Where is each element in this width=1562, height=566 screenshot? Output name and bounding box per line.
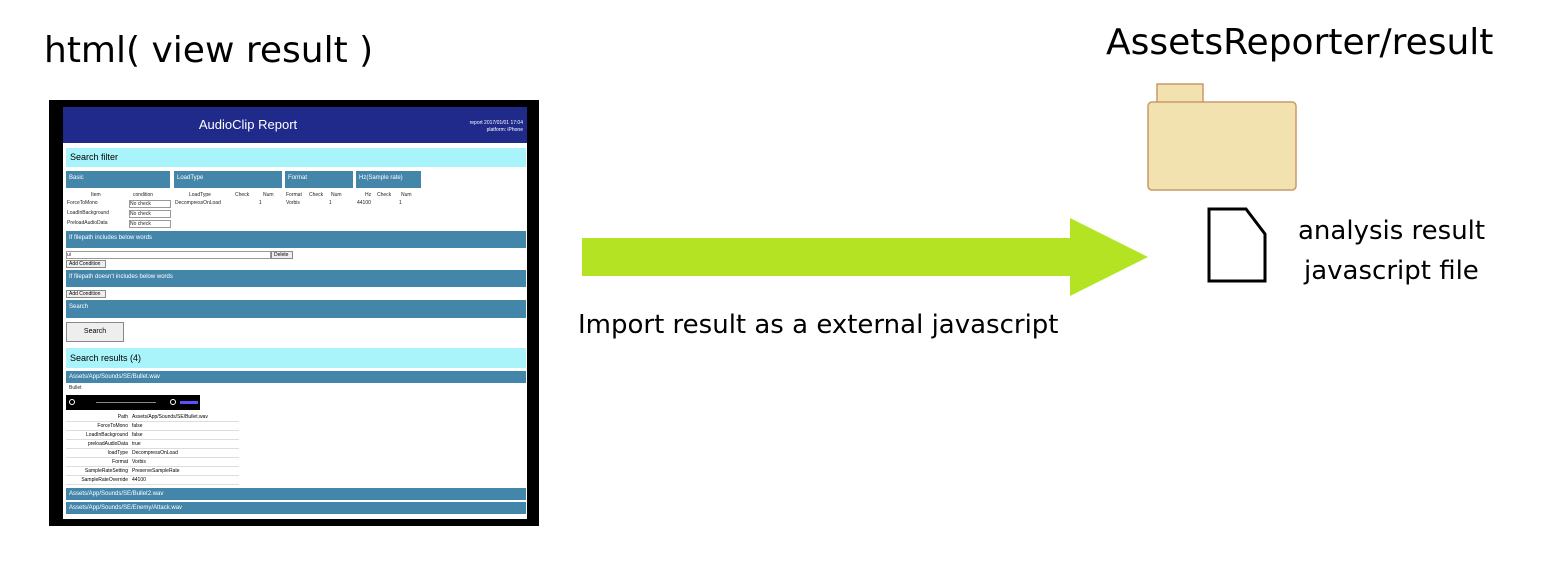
condition-select[interactable]: No check <box>129 220 171 228</box>
report-title: AudioClip Report <box>198 117 298 132</box>
volume-slider[interactable] <box>180 401 198 404</box>
format-row-num: 1 <box>329 200 332 206</box>
arrow-caption: Import result as a external javascript <box>578 310 1059 340</box>
filter-include-bar: If filepath includes below words <box>66 231 526 248</box>
detail-value: PreserveSampleRate <box>132 468 180 474</box>
load-header: LoadType <box>189 192 211 198</box>
detail-value: 44100 <box>132 477 146 483</box>
file-icon <box>1207 207 1267 283</box>
detail-value: Assets/App/Sounds/SE/Bullet.wav <box>132 414 208 420</box>
filepath-include-input[interactable]: ui <box>66 251 271 259</box>
arrow-shape <box>582 218 1148 296</box>
report-screenshot: AudioClip Report report 2017/01/01 17:04… <box>49 100 539 526</box>
group-loadtype: LoadType <box>174 171 282 188</box>
format-header: Check <box>309 192 324 198</box>
left-title: html( view result ) <box>44 30 374 71</box>
load-header: Check <box>235 192 250 198</box>
detail-value: Vorbis <box>132 459 146 465</box>
detail-row: ForceToMono false <box>66 422 239 431</box>
volume-icon[interactable] <box>170 399 176 405</box>
folder-icon <box>1147 83 1297 191</box>
condition-select[interactable]: No check <box>129 210 171 218</box>
condition-select[interactable]: No check <box>129 200 171 208</box>
basic-header-condition: condition <box>133 192 154 198</box>
load-row-num: 1 <box>259 200 262 206</box>
hz-header: Hz <box>365 192 372 198</box>
group-format: Format <box>285 171 353 188</box>
load-header: Num <box>263 192 274 198</box>
filter-exclude-bar: If filepath doesn't includes below words <box>66 270 526 287</box>
add-condition-button[interactable]: Add Condition <box>66 260 106 268</box>
audio-player[interactable] <box>66 395 200 410</box>
detail-row: LoadInBackground false <box>66 431 239 440</box>
detail-value: false <box>132 432 143 438</box>
search-filter-bar: Search filter <box>66 148 526 167</box>
hz-row-num: 1 <box>399 200 402 206</box>
report-page: AudioClip Report report 2017/01/01 17:04… <box>63 107 527 519</box>
results-title-bar: Search results (4) <box>66 348 526 368</box>
detail-key: ForceToMono <box>97 423 128 429</box>
play-icon[interactable] <box>69 399 75 405</box>
right-title: AssetsReporter/result <box>1106 22 1494 63</box>
detail-key: preloadAudioData <box>87 441 128 447</box>
progress-bar[interactable] <box>96 402 156 403</box>
group-hz: Hz(Sample rate) <box>356 171 421 188</box>
delete-button[interactable]: Delete <box>271 251 293 259</box>
format-header: Num <box>331 192 342 198</box>
search-section-bar: Search <box>66 300 526 318</box>
detail-row: loadType DecompressOnLoad <box>66 449 239 458</box>
basic-header-item: Item <box>91 192 101 198</box>
detail-row: preloadAudioData true <box>66 440 239 449</box>
detail-key: Format <box>112 459 128 465</box>
report-header: AudioClip Report report 2017/01/01 17:04… <box>63 107 527 143</box>
result-item-header[interactable]: Assets/App/Sounds/SE/Bullet.wav <box>66 371 526 383</box>
detail-key: SampleRateSetting <box>84 468 128 474</box>
file-label-line-2: javascript file <box>1304 256 1479 286</box>
detail-value: DecompressOnLoad <box>132 450 178 456</box>
basic-row: PreloadAudioData <box>67 220 108 226</box>
detail-value: false <box>132 423 143 429</box>
hz-header: Num <box>401 192 412 198</box>
format-header: Format <box>286 192 302 198</box>
group-basic: Basic <box>66 171 170 188</box>
result-item-header[interactable]: Assets/App/Sounds/SE/Bullet2.wav <box>66 488 526 500</box>
detail-value: true <box>132 441 141 447</box>
report-meta: report 2017/01/01 17:04 platform: iPhone <box>469 120 523 133</box>
file-label-line-1: analysis result <box>1298 216 1486 246</box>
detail-key: LoadInBackground <box>86 432 128 438</box>
result-meta: Bullet <box>69 385 82 391</box>
detail-key: SampleRateOverride <box>81 477 128 483</box>
detail-key: loadType <box>107 450 128 456</box>
basic-row: LoadInBackground <box>67 210 109 216</box>
detail-row: SampleRateOverride 44100 <box>66 476 239 485</box>
basic-row: ForceToMono <box>67 200 98 206</box>
detail-row: SampleRateSetting PreserveSampleRate <box>66 467 239 476</box>
detail-row: Path Assets/App/Sounds/SE/Bullet.wav <box>66 413 239 422</box>
load-row: DecompressOnLoad <box>175 200 221 206</box>
hz-header: Check <box>377 192 392 198</box>
result-item-header[interactable]: Assets/App/Sounds/SE/Enemy/Attack.wav <box>66 502 526 514</box>
import-arrow <box>582 218 1148 296</box>
hz-row: 44100 <box>357 200 371 206</box>
detail-row: Format Vorbis <box>66 458 239 467</box>
add-condition-button[interactable]: Add Condition <box>66 290 106 298</box>
format-row: Vorbis <box>286 200 300 206</box>
search-button[interactable]: Search <box>66 322 124 342</box>
detail-key: Path <box>117 414 128 420</box>
